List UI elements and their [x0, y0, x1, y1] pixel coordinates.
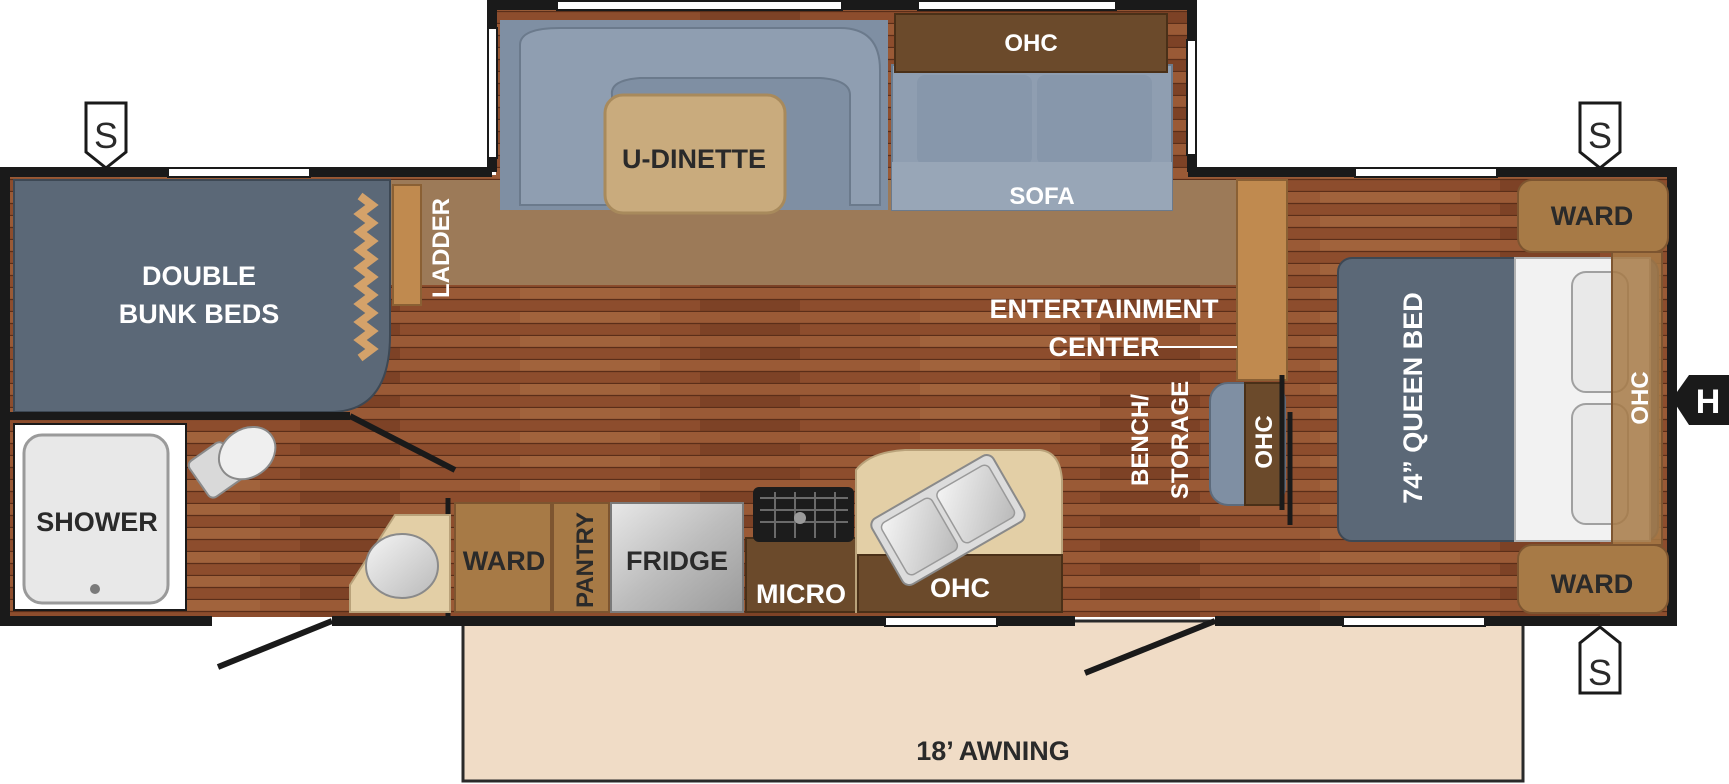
awning-label: 18’ AWNING [916, 736, 1070, 766]
bench-ohc-label: OHC [1251, 415, 1278, 468]
stabilizer-marker-right-bottom: S [1578, 625, 1622, 695]
pantry-label: PANTRY [572, 512, 599, 608]
sofa [891, 64, 1173, 211]
bench-storage-label-line2: STORAGE [1167, 381, 1194, 499]
stove-micro [745, 487, 857, 613]
galley-ohc-label: OHC [930, 573, 990, 603]
hitch-marker: H [1672, 375, 1729, 425]
bench-storage [1209, 375, 1293, 525]
u-dinette-label: U-DINETTE [622, 144, 766, 174]
stabilizer-right-bottom-label: S [1588, 652, 1612, 693]
ward-top [1517, 179, 1669, 253]
windows [167, 0, 1498, 627]
stabilizer-marker-right-top: S [1578, 101, 1622, 170]
galley-ward [454, 502, 552, 613]
galley-ward-label: WARD [463, 546, 546, 576]
bench-storage-label-line1: BENCH/ [1127, 394, 1154, 486]
entertainment-center [1158, 179, 1288, 381]
stabilizer-marker-left: S [84, 101, 128, 170]
shower [13, 423, 187, 611]
sofa-label: SOFA [1009, 183, 1074, 210]
bunk-beds-label-line1: DOUBLE [142, 261, 256, 291]
queen-bed-label: 74” QUEEN BED [1398, 292, 1428, 504]
bunk-beds-label-line2: BUNK BEDS [119, 299, 280, 329]
pantry [552, 502, 610, 613]
ladder-label: LADDER [428, 198, 455, 298]
u-dinette [500, 20, 888, 215]
shower-label: SHOWER [36, 507, 158, 537]
micro-label: MICRO [756, 579, 846, 609]
stabilizer-right-top-label: S [1588, 115, 1612, 156]
entry-doors [216, 618, 1217, 676]
ward-top-label: WARD [1551, 201, 1634, 231]
bed-ohc [1611, 251, 1663, 546]
ward-bottom-label: WARD [1551, 569, 1634, 599]
bunk-beds [13, 179, 391, 413]
awning [461, 619, 1525, 783]
bed-ohc-label: OHC [1627, 371, 1654, 424]
toilet [187, 425, 277, 499]
ladder [392, 184, 422, 306]
ohc-top-label: OHC [1004, 30, 1057, 57]
hitch-label: H [1696, 383, 1721, 421]
queen-bed [1337, 257, 1659, 542]
stabilizer-left-label: S [94, 115, 118, 156]
kitchen-counter [855, 449, 1063, 613]
ward-bottom [1517, 544, 1669, 614]
entertainment-label-line1: ENTERTAINMENT [990, 294, 1219, 324]
ohc-top-cabinet [894, 13, 1168, 73]
fridge [610, 502, 744, 613]
entertainment-label-line2: CENTER [1048, 332, 1159, 362]
fridge-label: FRIDGE [626, 546, 728, 576]
bathroom-sink [349, 514, 451, 613]
